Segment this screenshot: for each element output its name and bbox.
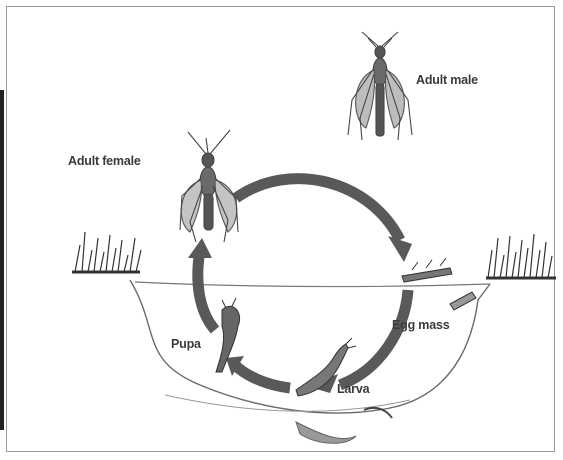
arrowhead-female	[188, 238, 212, 258]
arrow-larva-to-pupa	[235, 365, 290, 388]
label-adult-female: Adult female	[68, 154, 141, 168]
label-egg-mass: Egg mass	[392, 318, 449, 332]
label-adult-male: Adult male	[416, 73, 478, 87]
arrow-pupa-to-female	[198, 250, 215, 330]
grass-left	[72, 232, 141, 272]
adult-female-mosquito	[180, 130, 238, 242]
grass-right	[486, 234, 556, 278]
label-pupa: Pupa	[171, 337, 201, 351]
water-surface-line	[135, 282, 490, 287]
arrow-female-to-egg	[236, 179, 400, 240]
bottom-larva-figure	[296, 422, 356, 443]
arrow-egg-to-larva	[340, 290, 408, 385]
label-larva: Larva	[337, 382, 369, 396]
adult-male-mosquito	[348, 32, 412, 140]
egg-mass-raft	[402, 258, 476, 310]
